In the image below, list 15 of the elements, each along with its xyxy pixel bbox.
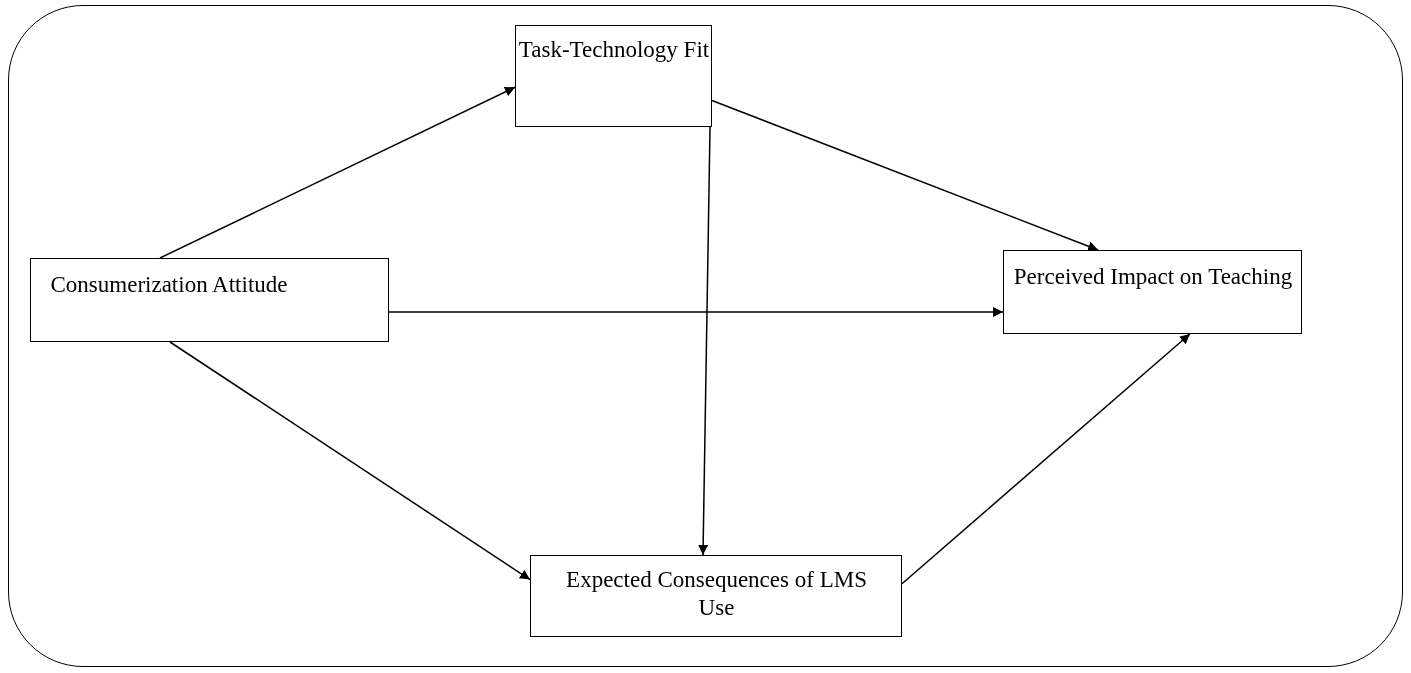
construct-label: Task-Technology Fit: [517, 35, 711, 64]
arrow: [900, 332, 1191, 584]
arrow: [697, 125, 711, 556]
construct-box: [1002, 249, 1302, 334]
construct-label: Perceived Impact on Teaching: [1013, 262, 1293, 291]
arrow: [710, 99, 1099, 251]
arrow: [168, 340, 531, 580]
construct-box: [514, 24, 712, 127]
construct-box: [529, 554, 902, 637]
construct-label: Expected Consequences of LMS Use: [565, 565, 868, 622]
arrow: [158, 85, 516, 259]
construct-label: Consumerization Attitude: [50, 270, 289, 299]
arrow: [387, 306, 1004, 317]
construct-box: [29, 257, 389, 342]
frame-box: [8, 5, 1403, 667]
